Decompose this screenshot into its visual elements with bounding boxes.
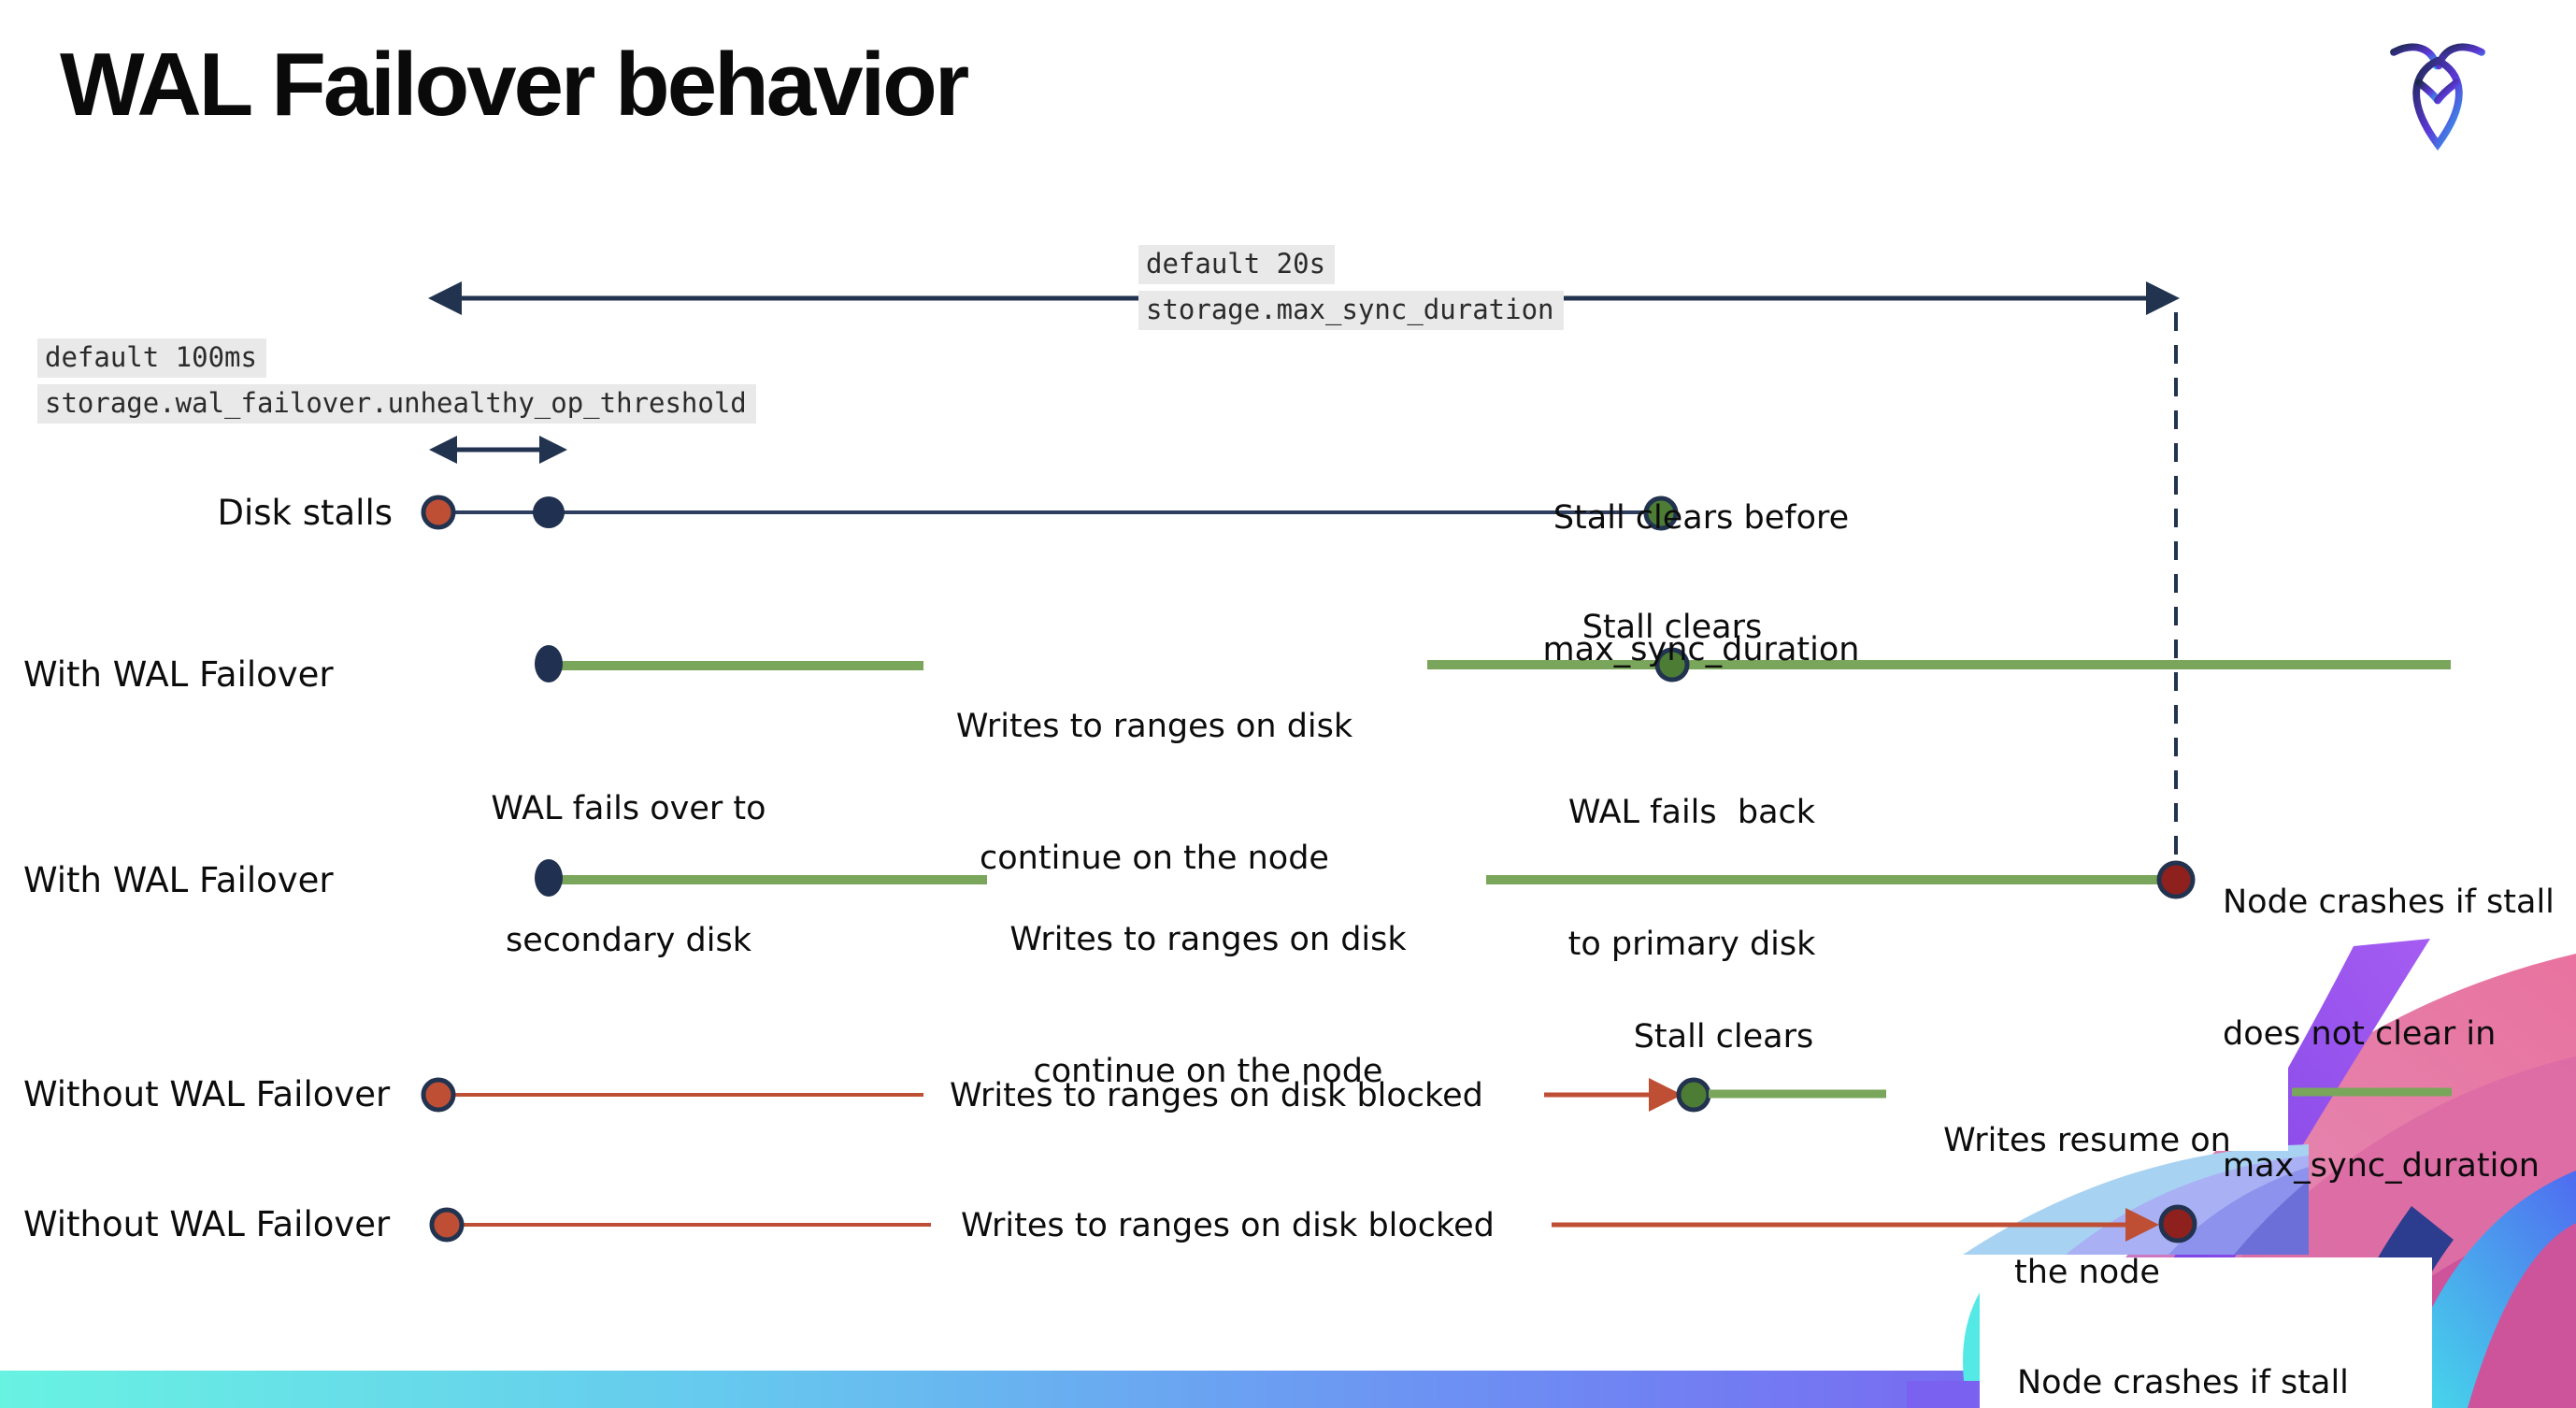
disk-stall-start-dot: [421, 1077, 456, 1113]
page-title: WAL Failover behavior: [60, 35, 969, 135]
failover-dot: [535, 859, 563, 897]
annotation-node-crashes-2: Node crashes if stall does not clear in …: [2017, 1364, 2349, 1401]
setting-name: storage.max_sync_duration: [1138, 291, 1564, 330]
node-crash-dot: [2156, 860, 2196, 899]
arrowhead-left-icon: [429, 436, 457, 464]
node-crash-dot: [2158, 1204, 2197, 1243]
disk-stall-start-dot: [421, 495, 456, 530]
node-crashes-callout-box: [1980, 1257, 2432, 1408]
row-label-without-wal-failover-1: Without WAL Failover: [23, 1074, 391, 1114]
setting-default-value: default 100ms: [37, 338, 266, 378]
annotation-writes-blocked-1: Writes to ranges on disk blocked: [950, 1077, 1483, 1114]
annotation-node-crashes-1: Node crashes if stall does not clear in …: [2223, 884, 2555, 1185]
cockroachdb-logo-icon: [2390, 43, 2485, 151]
annotation-writes-blocked-2: Writes to ranges on disk blocked: [961, 1207, 1495, 1244]
row-label-with-wal-failover-1: With WAL Failover: [23, 654, 334, 695]
timeline-disk-stalls: [421, 495, 1679, 531]
stall-clears-dot: [1676, 1077, 1711, 1113]
annotation-wal-fails-over: WAL fails over to secondary disk: [491, 790, 766, 959]
annotation-wal-fails-back: WAL fails back to primary disk: [1567, 794, 1816, 963]
row-label-with-wal-failover-2: With WAL Failover: [23, 860, 334, 900]
timeline-with-wal-failover-1: [535, 645, 2451, 682]
writes-resume-backdrop: [2090, 987, 2288, 1151]
arrowhead-right-icon: [1649, 1078, 1682, 1112]
disk-stall-start-dot: [429, 1207, 465, 1243]
row-label-without-wal-failover-2: Without WAL Failover: [23, 1204, 391, 1244]
unhealthy-op-threshold-arrow: [429, 436, 567, 464]
arrowhead-right-icon: [2125, 1208, 2159, 1242]
arrowhead-right-icon: [2146, 281, 2180, 315]
arrowhead-right-icon: [539, 436, 567, 464]
annotation-writes-continue-1: Writes to ranges on disk continue on the…: [955, 708, 1353, 877]
max-sync-duration-setting-label: default 20s storage.max_sync_duration: [1138, 245, 1564, 337]
stall-clears-dot: [1654, 647, 1690, 682]
annotation-stall-clears-before: Stall clears before max_sync_duration: [1542, 499, 1860, 668]
unhealthy-op-threshold-setting-label: default 100ms storage.wal_failover.unhea…: [37, 338, 756, 430]
annotation-writes-continue-2: Writes to ranges on disk continue on the…: [1009, 921, 1407, 1090]
timeline-without-wal-failover-1: [421, 1077, 2452, 1113]
setting-default-value: default 20s: [1138, 245, 1336, 284]
row-label-disk-stalls: Disk stalls: [217, 493, 393, 533]
arrowhead-left-icon: [428, 281, 462, 315]
timeline-with-wal-failover-2: [535, 859, 2196, 899]
annotation-writes-resume: Writes resume on the node: [1943, 1122, 2231, 1291]
failover-dot: [535, 645, 563, 682]
annotation-stall-clears-1: Stall clears: [1581, 609, 1763, 646]
stall-clears-dot: [1643, 496, 1679, 531]
annotation-stall-clears-2: Stall clears: [1633, 1018, 1814, 1056]
timeline-without-wal-failover-2: [429, 1204, 2197, 1243]
setting-name: storage.wal_failover.unhealthy_op_thresh…: [37, 384, 756, 424]
threshold-reached-dot: [533, 496, 565, 528]
